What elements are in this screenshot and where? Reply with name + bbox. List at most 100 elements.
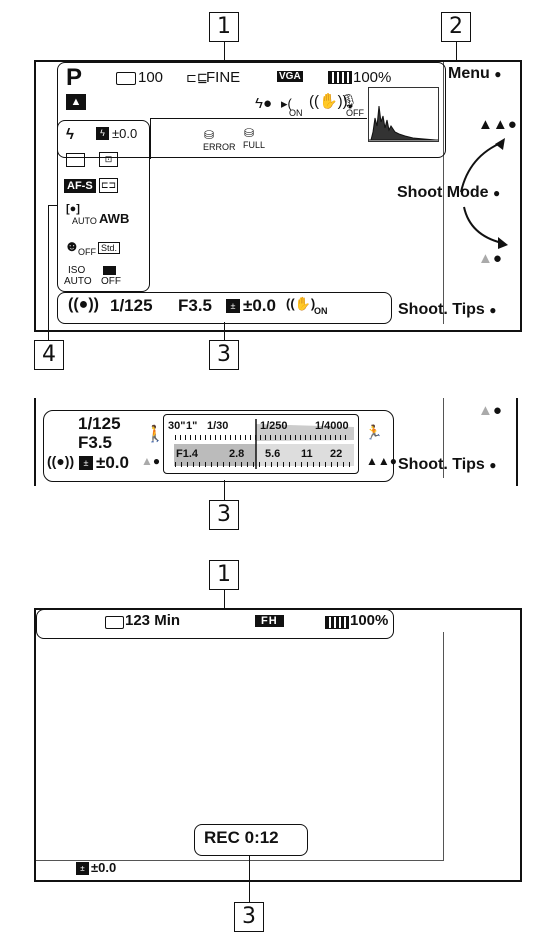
shutter-scale-1-250: 1/250 xyxy=(260,420,288,432)
shutter-scale-1s: 1" xyxy=(186,420,198,432)
menu-label[interactable]: Menu ● xyxy=(448,65,501,83)
callout-3b: 3 xyxy=(209,500,239,530)
movie-card-icon xyxy=(105,616,124,629)
movie-size-badge: FH xyxy=(255,615,284,627)
shots-remaining: 100 xyxy=(138,69,164,86)
shoot-tips-text: Shoot. Tips xyxy=(398,301,485,318)
mode-arrow-up xyxy=(460,138,505,193)
battery-percent: 100% xyxy=(353,69,392,86)
focus-mode-badge: AF-S xyxy=(64,179,96,193)
shoot-tips-label[interactable]: Shoot. Tips ● xyxy=(398,301,497,319)
creative-style-badge: Std. xyxy=(98,242,121,254)
callout-4: 4 xyxy=(34,340,64,370)
p2-landscape-icon: ▲▲● xyxy=(366,454,398,468)
top-info-box xyxy=(57,62,446,158)
face-detect-label: OFF xyxy=(78,247,96,257)
menu-text: Menu xyxy=(448,65,490,82)
quality-icon: ⊏⊑ xyxy=(186,70,208,85)
iso-label: ISO xyxy=(68,265,86,276)
movie-info-box xyxy=(36,609,394,639)
full-label: FULL xyxy=(243,140,266,150)
p2-shoot-tips-label[interactable]: Shoot. Tips ● xyxy=(398,456,497,474)
error-memory-icon: ⛁ xyxy=(204,128,215,142)
exposure-comp-icon: ± xyxy=(226,299,240,313)
callout-1b-leader xyxy=(224,590,225,608)
histogram-graph xyxy=(369,105,438,141)
full-memory-icon: ⛁ xyxy=(244,126,255,140)
white-balance: AWB xyxy=(99,211,130,226)
histogram xyxy=(368,87,439,142)
flash-on-label: ON xyxy=(289,108,303,118)
steadyshot-warning-icon: ((✋)) xyxy=(309,93,348,110)
movie-frame-guide xyxy=(36,632,444,861)
dro-value: OFF xyxy=(101,276,121,287)
p2-focus-icon: ((●)) xyxy=(47,453,75,469)
focus-indicator-icon: ((●)) xyxy=(68,296,99,313)
metering-auto-label: AUTO xyxy=(72,216,97,226)
microphone-icon: 🎙 xyxy=(340,93,358,109)
exposure-guide-box xyxy=(43,410,394,482)
steadyshot-icon: ((✋) xyxy=(286,296,316,311)
face-detect-icon: ☻ xyxy=(64,238,80,255)
shutter-scale-1-30: 1/30 xyxy=(207,420,229,432)
aperture-value: F3.5 xyxy=(178,296,213,315)
callout-3c: 3 xyxy=(234,902,264,932)
shoot-tips-dot: ● xyxy=(489,303,497,317)
aperture-scale-2-8: 2.8 xyxy=(229,448,245,460)
callout-4-leader-v xyxy=(48,205,49,340)
focus-area-icon: ⊏⊐ xyxy=(99,178,118,193)
memory-card-icon xyxy=(116,72,136,85)
panel2-left-edge xyxy=(34,398,36,486)
callout-4-leader-h xyxy=(48,205,58,206)
metering-multi-icon: ⊡ xyxy=(99,152,118,167)
callout-2-leader xyxy=(456,42,457,60)
callout-1b: 1 xyxy=(209,560,239,590)
settings-box xyxy=(57,120,150,292)
callout-2: 2 xyxy=(441,12,471,42)
bottom-bar-box xyxy=(57,292,392,324)
frame-line-right xyxy=(443,62,444,324)
p2-shoot-tips-text: Shoot. Tips xyxy=(398,456,485,473)
landscape-portrait-icon: ▲▲● xyxy=(478,116,517,133)
flash-on-icon: ▸( xyxy=(281,96,292,111)
lcd-screen-full-display xyxy=(34,60,522,332)
flash-charge-icon: ϟ● xyxy=(255,95,272,112)
shutter-ticks xyxy=(175,435,350,440)
mode-arrow-down xyxy=(463,206,508,249)
movie-battery-icon xyxy=(325,616,349,629)
scene-landscape-icon: ▲ xyxy=(66,94,86,110)
shoot-mode-text: Shoot Mode xyxy=(397,184,489,201)
movie-exp-icon: ± xyxy=(76,862,89,875)
shoot-mode-dot: ● xyxy=(493,186,501,200)
panel2-frame-line xyxy=(443,398,444,478)
aperture-ticks xyxy=(175,462,350,467)
warning-area xyxy=(150,118,367,159)
aperture-scale-5-6: 5.6 xyxy=(265,448,281,460)
aperture-scale-1-4: F1.4 xyxy=(176,448,199,460)
callout-1-leader xyxy=(224,42,225,60)
flash-comp-value: ±0.0 xyxy=(112,126,138,141)
shoot-mode-label[interactable]: Shoot Mode ● xyxy=(397,184,500,202)
mic-off-label: OFF xyxy=(346,108,364,118)
mode-indicator: P xyxy=(66,64,83,91)
recording-time-remaining: 123 Min xyxy=(125,612,181,629)
aperture-scale-22: 22 xyxy=(330,448,343,460)
person-icon: 🚶 xyxy=(145,426,165,443)
p2-exp-icon: ± xyxy=(79,456,93,470)
p2-shutter: 1/125 xyxy=(78,414,121,433)
metering-auto-icon: [●] xyxy=(66,203,80,215)
iso-value: AUTO xyxy=(64,276,92,287)
callout-1: 1 xyxy=(209,12,239,42)
dro-icon xyxy=(103,266,116,275)
p2-dim-portrait-icon: ▲● xyxy=(141,454,161,468)
rec-timer: REC 0:12 xyxy=(204,828,279,847)
running-person-icon: 🏃 xyxy=(365,424,383,440)
callout-3-leader xyxy=(224,322,225,340)
flash-icon: ϟ xyxy=(66,126,74,143)
p2-exposure: ±0.0 xyxy=(96,453,129,472)
rec-box xyxy=(194,824,308,856)
shutter-scale-1-4000: 1/4000 xyxy=(315,420,349,432)
p2-aperture: F3.5 xyxy=(78,433,113,452)
movie-battery-percent: 100% xyxy=(350,612,389,629)
lcd-screen-movie xyxy=(34,608,522,882)
